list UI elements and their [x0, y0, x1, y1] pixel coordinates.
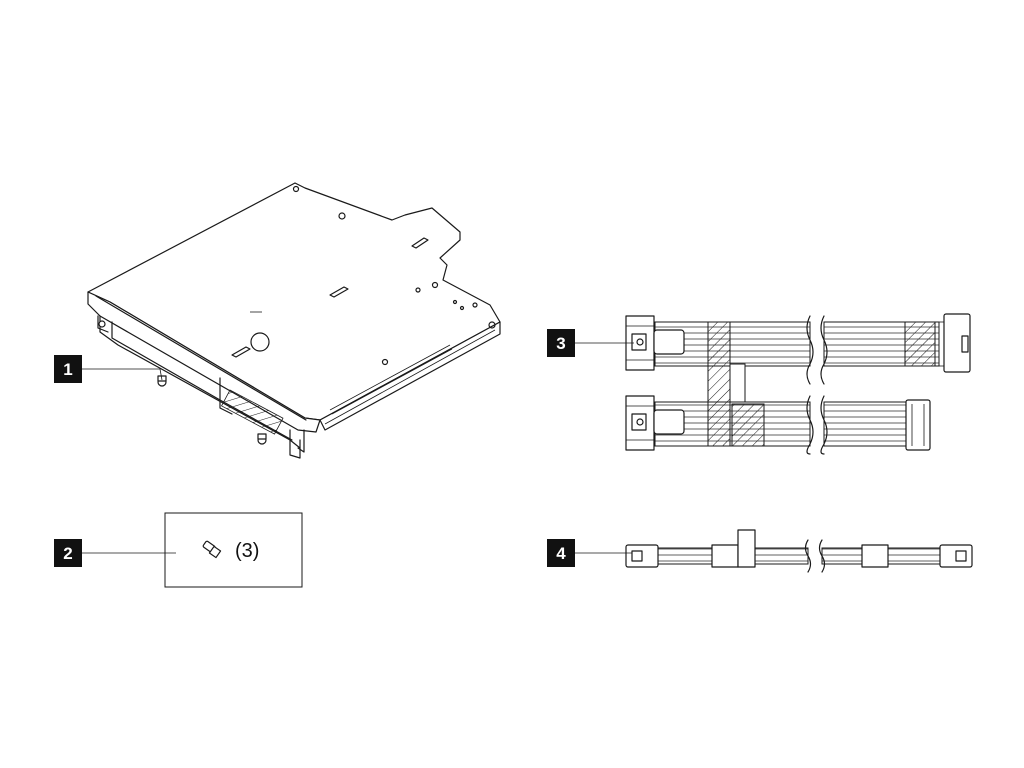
callout-4: 4 — [547, 539, 575, 567]
screw-quantity: (3) — [235, 540, 259, 562]
signal-cable-icon — [625, 313, 971, 455]
screw-bag-box — [164, 512, 303, 588]
callout-1-label: 1 — [63, 360, 72, 379]
callout-3-label: 3 — [556, 334, 565, 353]
callout-2-label: 2 — [63, 544, 72, 563]
drive-cage-icon — [87, 182, 501, 459]
screw-icon — [202, 540, 222, 559]
callout-2: 2 — [54, 539, 82, 567]
power-cable-icon — [625, 529, 973, 573]
leader-lines — [82, 342, 634, 554]
callout-4-label: 4 — [556, 544, 566, 563]
callout-1: 1 — [54, 355, 82, 383]
callout-3: 3 — [547, 329, 575, 357]
